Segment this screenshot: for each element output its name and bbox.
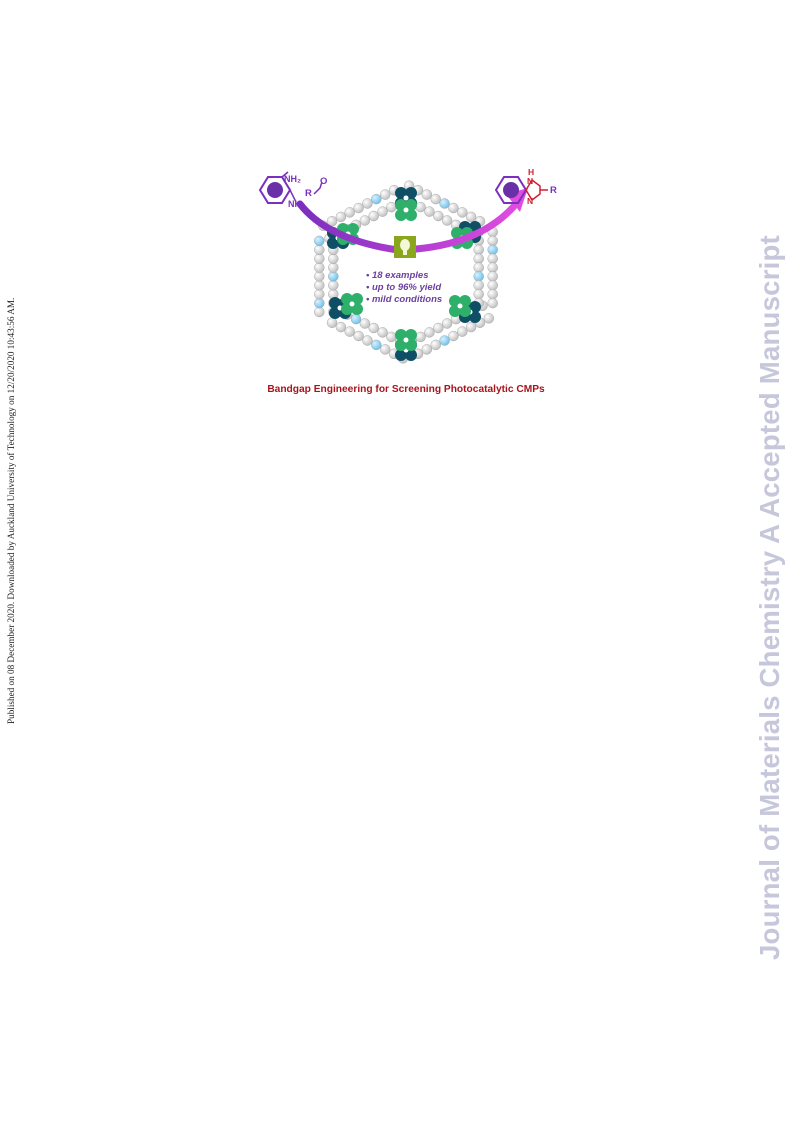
framework-atom bbox=[448, 202, 459, 214]
framework-atom bbox=[328, 262, 339, 273]
framework-atom bbox=[487, 235, 498, 247]
bullet-conditions: • mild conditions bbox=[366, 294, 442, 305]
product-n1-label: N bbox=[527, 176, 533, 186]
framework-atom bbox=[441, 318, 453, 329]
framework-atom bbox=[386, 201, 397, 213]
framework-atom bbox=[473, 280, 484, 291]
framework-atom bbox=[421, 344, 433, 355]
framework-atom bbox=[439, 335, 450, 346]
framework-atom bbox=[424, 327, 435, 338]
framework-atom bbox=[487, 271, 498, 282]
product-n2-label: N bbox=[527, 196, 533, 206]
framework-atom bbox=[335, 211, 347, 223]
framework-atom bbox=[487, 280, 498, 291]
framework-atom bbox=[344, 207, 355, 218]
framework-atom bbox=[457, 207, 468, 218]
light-bulb-icon bbox=[394, 236, 416, 258]
framework-atom bbox=[371, 339, 382, 351]
framework-atom bbox=[314, 253, 325, 264]
framework-atom bbox=[415, 201, 426, 213]
framework-atom bbox=[487, 262, 498, 273]
framework-atom bbox=[344, 326, 355, 337]
framework-atom bbox=[328, 253, 339, 264]
framework-atom bbox=[473, 253, 484, 264]
framework-atom bbox=[335, 321, 347, 333]
framework-atom bbox=[483, 313, 495, 324]
framework-atom bbox=[487, 244, 498, 256]
framework-atom bbox=[424, 206, 435, 217]
framework-atom bbox=[353, 202, 364, 214]
framework-atom bbox=[465, 321, 477, 333]
framework-atom bbox=[441, 215, 453, 226]
graphic-caption: Bandgap Engineering for Screening Photoc… bbox=[267, 384, 545, 395]
bullet-yield: • up to 96% yield bbox=[366, 282, 441, 293]
framework-atom bbox=[328, 280, 339, 291]
framework-atom bbox=[314, 288, 325, 300]
amine-label-2: NH₂ bbox=[288, 199, 305, 209]
framework-atom bbox=[465, 211, 477, 223]
framework-atom bbox=[379, 344, 391, 355]
framework-atom bbox=[314, 244, 325, 256]
framework-atom bbox=[314, 262, 325, 273]
product-h-label: H bbox=[528, 167, 534, 177]
framework-atom bbox=[473, 244, 484, 256]
framework-atom bbox=[350, 313, 362, 325]
framework-atom bbox=[314, 306, 325, 318]
download-notice: Published on 08 December 2020. Downloade… bbox=[6, 232, 18, 732]
framework-atom bbox=[371, 193, 382, 205]
framework-atom bbox=[430, 339, 441, 351]
framework-atom bbox=[487, 297, 498, 309]
download-notice-text: Published on 08 December 2020. Downloade… bbox=[6, 297, 16, 724]
framework-atom bbox=[377, 206, 388, 217]
framework-atom bbox=[430, 193, 441, 205]
framework-atom bbox=[314, 271, 325, 282]
aldehyde-o-label: O bbox=[320, 176, 327, 187]
framework-atom bbox=[439, 198, 450, 209]
framework-atom bbox=[487, 288, 498, 300]
framework-atom bbox=[421, 189, 433, 200]
framework-atom bbox=[359, 215, 371, 226]
framework-atom bbox=[314, 297, 325, 309]
framework-atom bbox=[448, 330, 459, 342]
framework-atom bbox=[379, 189, 391, 200]
framework-atom bbox=[368, 210, 379, 222]
journal-watermark: Journal of Materials Chemistry A Accepte… bbox=[752, 160, 786, 960]
framework-atom bbox=[473, 288, 484, 300]
aldehyde-r-label: R bbox=[305, 188, 312, 199]
framework-atom bbox=[433, 210, 444, 222]
framework-atom bbox=[457, 326, 468, 337]
framework-atom bbox=[353, 330, 364, 342]
framework-atom bbox=[314, 235, 325, 247]
graphical-abstract: NH₂ NH₂ R O H N N R • 18 examples • bbox=[248, 160, 564, 400]
framework-atom bbox=[326, 317, 338, 328]
framework-atom bbox=[362, 335, 373, 346]
framework-atom bbox=[368, 322, 379, 334]
framework-atom bbox=[377, 327, 388, 338]
bullet-examples: • 18 examples bbox=[366, 270, 428, 281]
framework-atom bbox=[473, 262, 484, 273]
reactant-aldehyde: R O bbox=[305, 176, 327, 199]
watermark-text: Journal of Materials Chemistry A Accepte… bbox=[754, 235, 785, 960]
product-benzimidazole: H N N R bbox=[494, 167, 557, 206]
framework-atom bbox=[359, 318, 371, 329]
framework-atom bbox=[314, 280, 325, 291]
framework-atom bbox=[328, 271, 339, 282]
amine-label-1: NH₂ bbox=[284, 174, 301, 184]
reactant-diamine: NH₂ NH₂ bbox=[258, 171, 305, 209]
product-r-label: R bbox=[550, 185, 557, 196]
framework-atom bbox=[386, 331, 397, 343]
framework-atom bbox=[487, 253, 498, 264]
framework-atom bbox=[415, 331, 426, 343]
framework-atom bbox=[362, 198, 373, 209]
framework-atom bbox=[433, 322, 444, 334]
framework-atom bbox=[473, 271, 484, 282]
